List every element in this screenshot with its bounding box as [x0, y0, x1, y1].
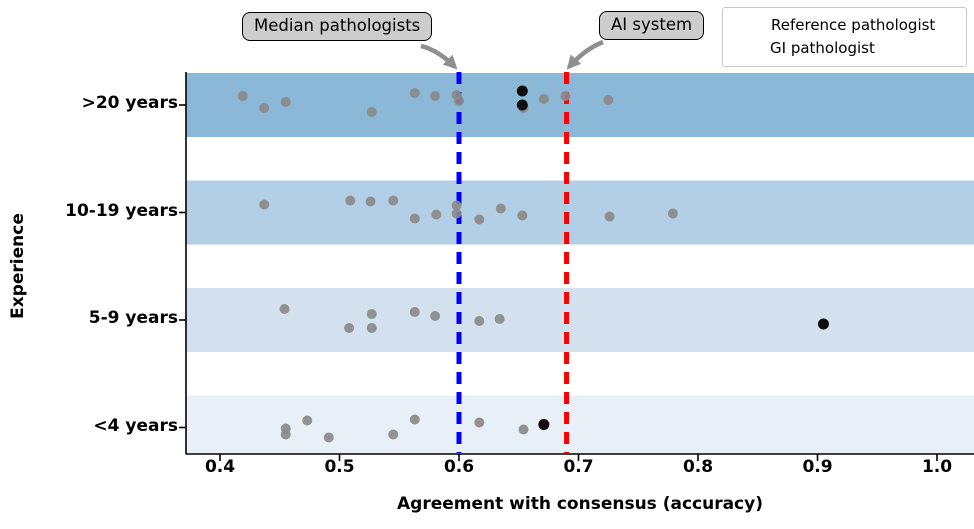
gi-pathologist-dot	[603, 95, 614, 105]
ai-system-annotation: AI system	[599, 11, 705, 40]
gi-pathologist-dot	[259, 103, 270, 113]
gi-pathologist-dot	[409, 88, 420, 98]
x-tick-label: 0.5	[324, 457, 355, 477]
gi-pathologist-dot	[431, 209, 442, 220]
band-row-3	[186, 395, 974, 454]
reference-pathologist-dot	[538, 419, 550, 430]
y-tick-label: 5-9 years	[88, 308, 178, 328]
reference-pathologist-dot	[817, 318, 829, 330]
axis-ticks	[179, 104, 938, 461]
y-tick-label: 10-19 years	[65, 200, 178, 221]
gi-pathologist-dot	[518, 424, 529, 435]
gi-pathologist-dot	[345, 195, 356, 206]
gi-pathologist-dot	[474, 417, 485, 428]
gi-pathologist-dot	[302, 415, 313, 426]
gi-pathologist-dot	[451, 208, 462, 219]
gi-pathologist-dot	[409, 307, 420, 317]
x-tick-label: 0.6	[443, 457, 475, 477]
gi-pathologist-dot	[495, 203, 506, 214]
gi-pathologist-dot	[366, 107, 377, 117]
gi-pathologist-dot	[366, 309, 377, 319]
gi-pathologist-dot	[667, 208, 678, 219]
legend: Reference pathologist GI pathologist	[722, 7, 967, 67]
ai-annotation-arrow	[566, 39, 604, 70]
x-tick-label: 0.7	[563, 457, 594, 477]
gi-pathologist-dot	[409, 414, 420, 425]
gi-pathologist-dot	[280, 429, 291, 440]
gi-pathologist-dot	[430, 311, 441, 321]
median-pathologists-annotation: Median pathologists	[242, 12, 433, 41]
gi-pathologist-dot	[474, 316, 485, 326]
gray-dot-icon	[744, 43, 754, 53]
black-dot-icon	[744, 20, 755, 31]
legend-item-gi-pathologist: GI pathologist	[731, 38, 958, 57]
y-tick-label: >20 years	[81, 93, 178, 113]
reference-lines	[456, 72, 570, 453]
gi-pathologist-dot	[388, 195, 399, 206]
gi-pathologist-dot	[323, 432, 334, 443]
x-tick-label: 0.9	[802, 457, 833, 477]
gi-pathologist-dot	[430, 91, 441, 101]
gi-pathologist-dot	[560, 91, 571, 101]
reference-pathologist-dot	[516, 99, 528, 111]
gi-pathologist-dot	[388, 429, 399, 440]
gi-pathologist-dot	[259, 199, 270, 210]
x-axis-title: Agreement with consensus (accuracy)	[397, 494, 763, 514]
gi-pathologist-dot	[365, 196, 376, 207]
gi-pathologist-dot	[454, 96, 464, 106]
gi-pathologist-dot	[517, 210, 528, 221]
band-row-2	[186, 288, 974, 352]
gi-pathologist-dot	[279, 304, 290, 314]
x-tick-label: 1.0	[921, 457, 953, 477]
legend-label: Reference pathologist	[771, 16, 936, 35]
gi-pathologist-dot	[494, 314, 505, 324]
band-row-1	[186, 180, 974, 245]
band-row-0	[186, 73, 974, 137]
reference-pathologist-dot	[516, 85, 528, 97]
category-bands	[186, 73, 974, 454]
gi-pathologist-dot	[237, 91, 248, 101]
legend-item-reference-pathologist: Reference pathologist	[731, 18, 958, 33]
gi-pathologist-dot	[538, 94, 549, 104]
gi-pathologist-dot	[366, 323, 377, 333]
median-annotation-arrow	[420, 43, 458, 70]
gi-pathologist-dot	[604, 211, 615, 222]
gi-pathologist-dot	[409, 213, 420, 224]
x-tick-label: 0.8	[682, 457, 714, 477]
gi-pathologist-dot	[344, 323, 355, 333]
legend-label: GI pathologist	[770, 38, 875, 57]
gi-pathologist-dot	[451, 200, 462, 211]
data-points	[237, 85, 829, 443]
gi-pathologist-dot	[474, 214, 485, 225]
y-tick-label: <4 years	[93, 415, 178, 436]
y-axis-title: Experience	[8, 213, 28, 319]
gi-pathologist-dot	[280, 97, 291, 107]
x-tick-label: 0.4	[204, 457, 236, 477]
